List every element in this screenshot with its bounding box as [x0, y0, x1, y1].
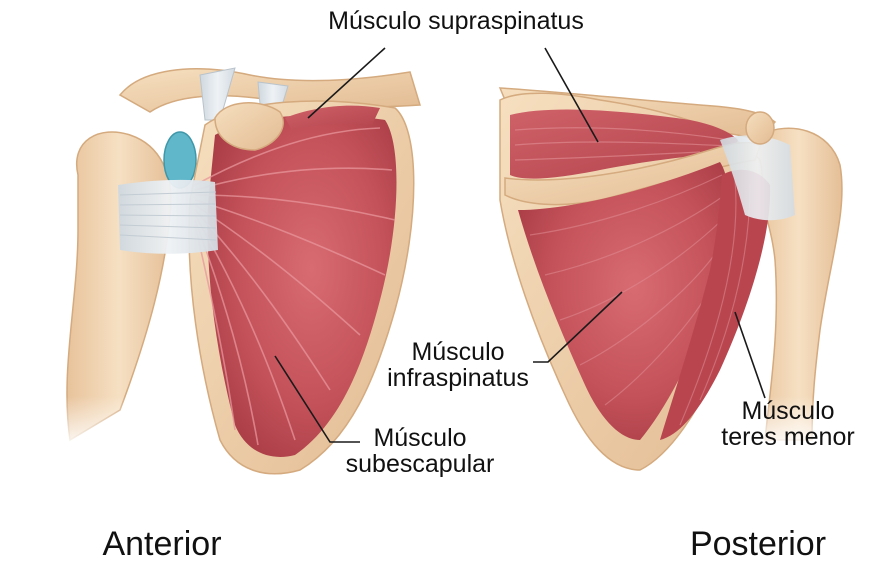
subscapularis-muscle	[208, 115, 397, 457]
label-teres-menor-line2: teres menor	[721, 423, 854, 451]
view-label-posterior: Posterior	[690, 525, 826, 563]
acromion	[746, 112, 774, 144]
label-infraspinatus-line1: Músculo	[411, 338, 504, 366]
label-supraspinatus: Músculo supraspinatus	[328, 7, 584, 35]
label-subescapular-line2: subescapular	[346, 450, 495, 478]
label-infraspinatus-line2: infraspinatus	[387, 364, 529, 392]
view-label-anterior: Anterior	[102, 525, 221, 563]
anterior-cartilage	[164, 132, 196, 188]
label-subescapular-line1: Músculo	[373, 424, 466, 452]
anterior-shoulder	[40, 68, 420, 474]
anterior-tendon	[118, 180, 218, 254]
label-teres-menor-line1: Músculo	[741, 397, 834, 425]
